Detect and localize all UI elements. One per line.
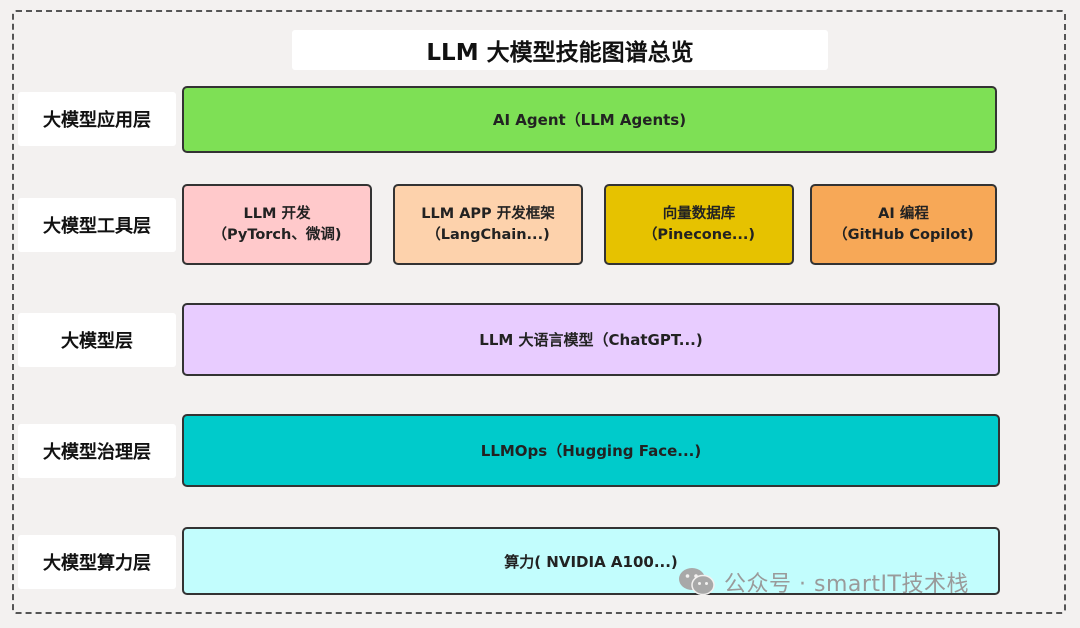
layer-label-tools: 大模型工具层 xyxy=(18,198,176,252)
block-llm-app-framework-title: LLM APP 开发框架 xyxy=(421,205,555,222)
wechat-icon xyxy=(679,568,715,596)
block-vector-db-title: 向量数据库 xyxy=(662,205,736,222)
block-llm-app-framework-subtitle: （LangChain...) xyxy=(426,226,550,243)
block-llm-dev-title: LLM 开发 xyxy=(243,205,311,222)
block-vector-db-subtitle: （Pinecone...) xyxy=(642,226,756,243)
layer-label-governance: 大模型治理层 xyxy=(18,424,176,478)
layer-label-model: 大模型层 xyxy=(18,313,176,367)
block-ai-coding-title: AI 编程 xyxy=(878,205,929,222)
block-ai-coding-subtitle: （GitHub Copilot) xyxy=(833,226,974,243)
block-llm-app-framework: LLM APP 开发框架 （LangChain...) xyxy=(393,184,583,265)
layer-label-application: 大模型应用层 xyxy=(18,92,176,146)
block-vector-db: 向量数据库 （Pinecone...) xyxy=(604,184,794,265)
block-llm: LLM 大语言模型（ChatGPT...) xyxy=(182,303,1000,376)
watermark-text: 公众号 · smartIT技术栈 xyxy=(724,572,969,597)
watermark: 公众号 · smartIT技术栈 xyxy=(678,566,969,598)
block-llm-dev-subtitle: （PyTorch、微调) xyxy=(212,226,342,243)
block-compute: 算力( NVIDIA A100...) xyxy=(182,527,1000,595)
diagram-title: LLM 大模型技能图谱总览 xyxy=(292,30,828,70)
block-ai-agent: AI Agent（LLM Agents) xyxy=(182,86,997,153)
block-llmops: LLMOps（Hugging Face...) xyxy=(182,414,1000,487)
dashed-frame xyxy=(12,10,1066,614)
layer-label-compute: 大模型算力层 xyxy=(18,535,176,589)
block-llm-dev: LLM 开发 （PyTorch、微调) xyxy=(182,184,372,265)
block-ai-coding: AI 编程 （GitHub Copilot) xyxy=(810,184,997,265)
